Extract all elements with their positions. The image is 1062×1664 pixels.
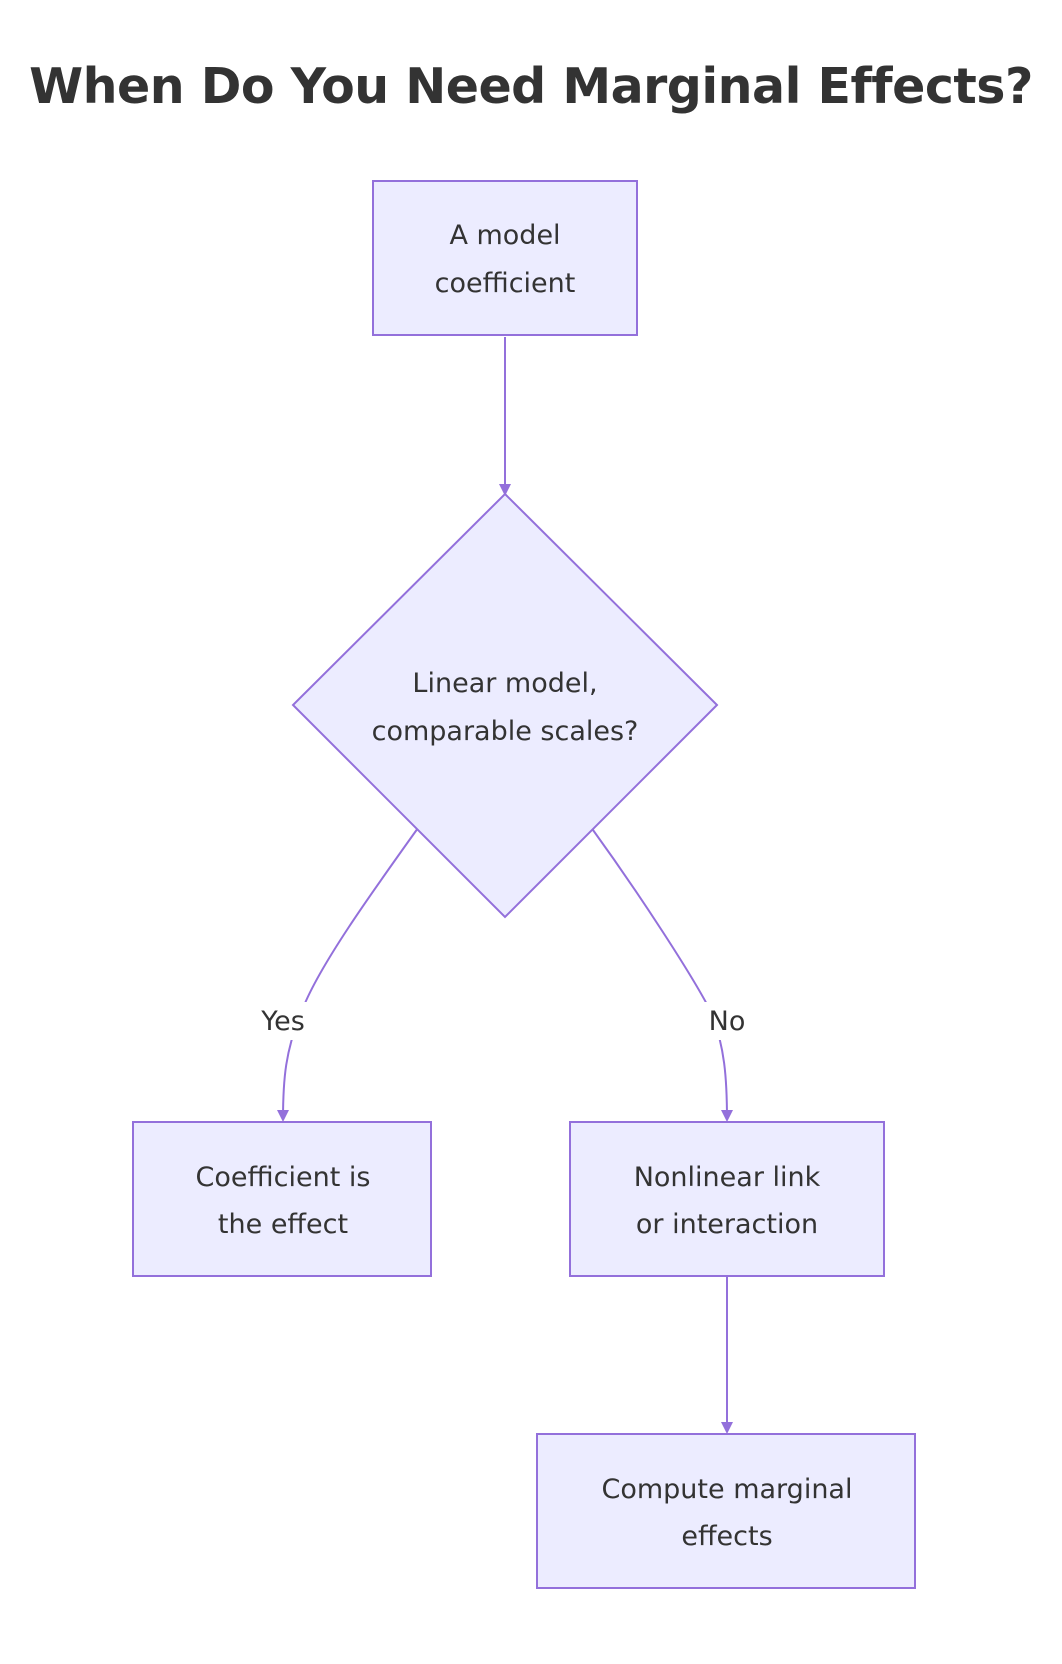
node-no-result-line1: Nonlinear link	[634, 1162, 821, 1193]
node-yes-result-line1: Coefficient is	[196, 1162, 371, 1193]
diagram-title: When Do You Need Marginal Effects?	[29, 58, 1033, 115]
edge-decision-to-yes	[277, 827, 419, 1122]
node-decision-line2: comparable scales?	[372, 716, 639, 747]
node-no-result-line2: or interaction	[636, 1209, 818, 1240]
edge-label-yes-text: Yes	[260, 1006, 305, 1037]
node-start: A model coefficient	[372, 180, 638, 336]
node-no-result: Nonlinear link or interaction	[569, 1121, 885, 1277]
node-final: Compute marginal effects	[536, 1433, 916, 1589]
node-yes-result-line2: the effect	[218, 1209, 348, 1240]
edge-decision-to-no	[592, 829, 733, 1122]
node-decision-line1: Linear model,	[412, 668, 597, 699]
node-start-line1: A model	[449, 220, 560, 251]
node-final-line2: effects	[681, 1521, 772, 1552]
node-yes-result: Coefficient is the effect	[132, 1121, 432, 1277]
node-final-line1: Compute marginal	[602, 1474, 853, 1505]
node-start-line2: coefficient	[435, 268, 576, 299]
node-decision: Linear model, comparable scales?	[291, 492, 719, 919]
edge-label-yes: Yes	[252, 1002, 314, 1040]
edge-label-no: No	[700, 1002, 754, 1040]
edge-label-no-text: No	[709, 1006, 746, 1037]
